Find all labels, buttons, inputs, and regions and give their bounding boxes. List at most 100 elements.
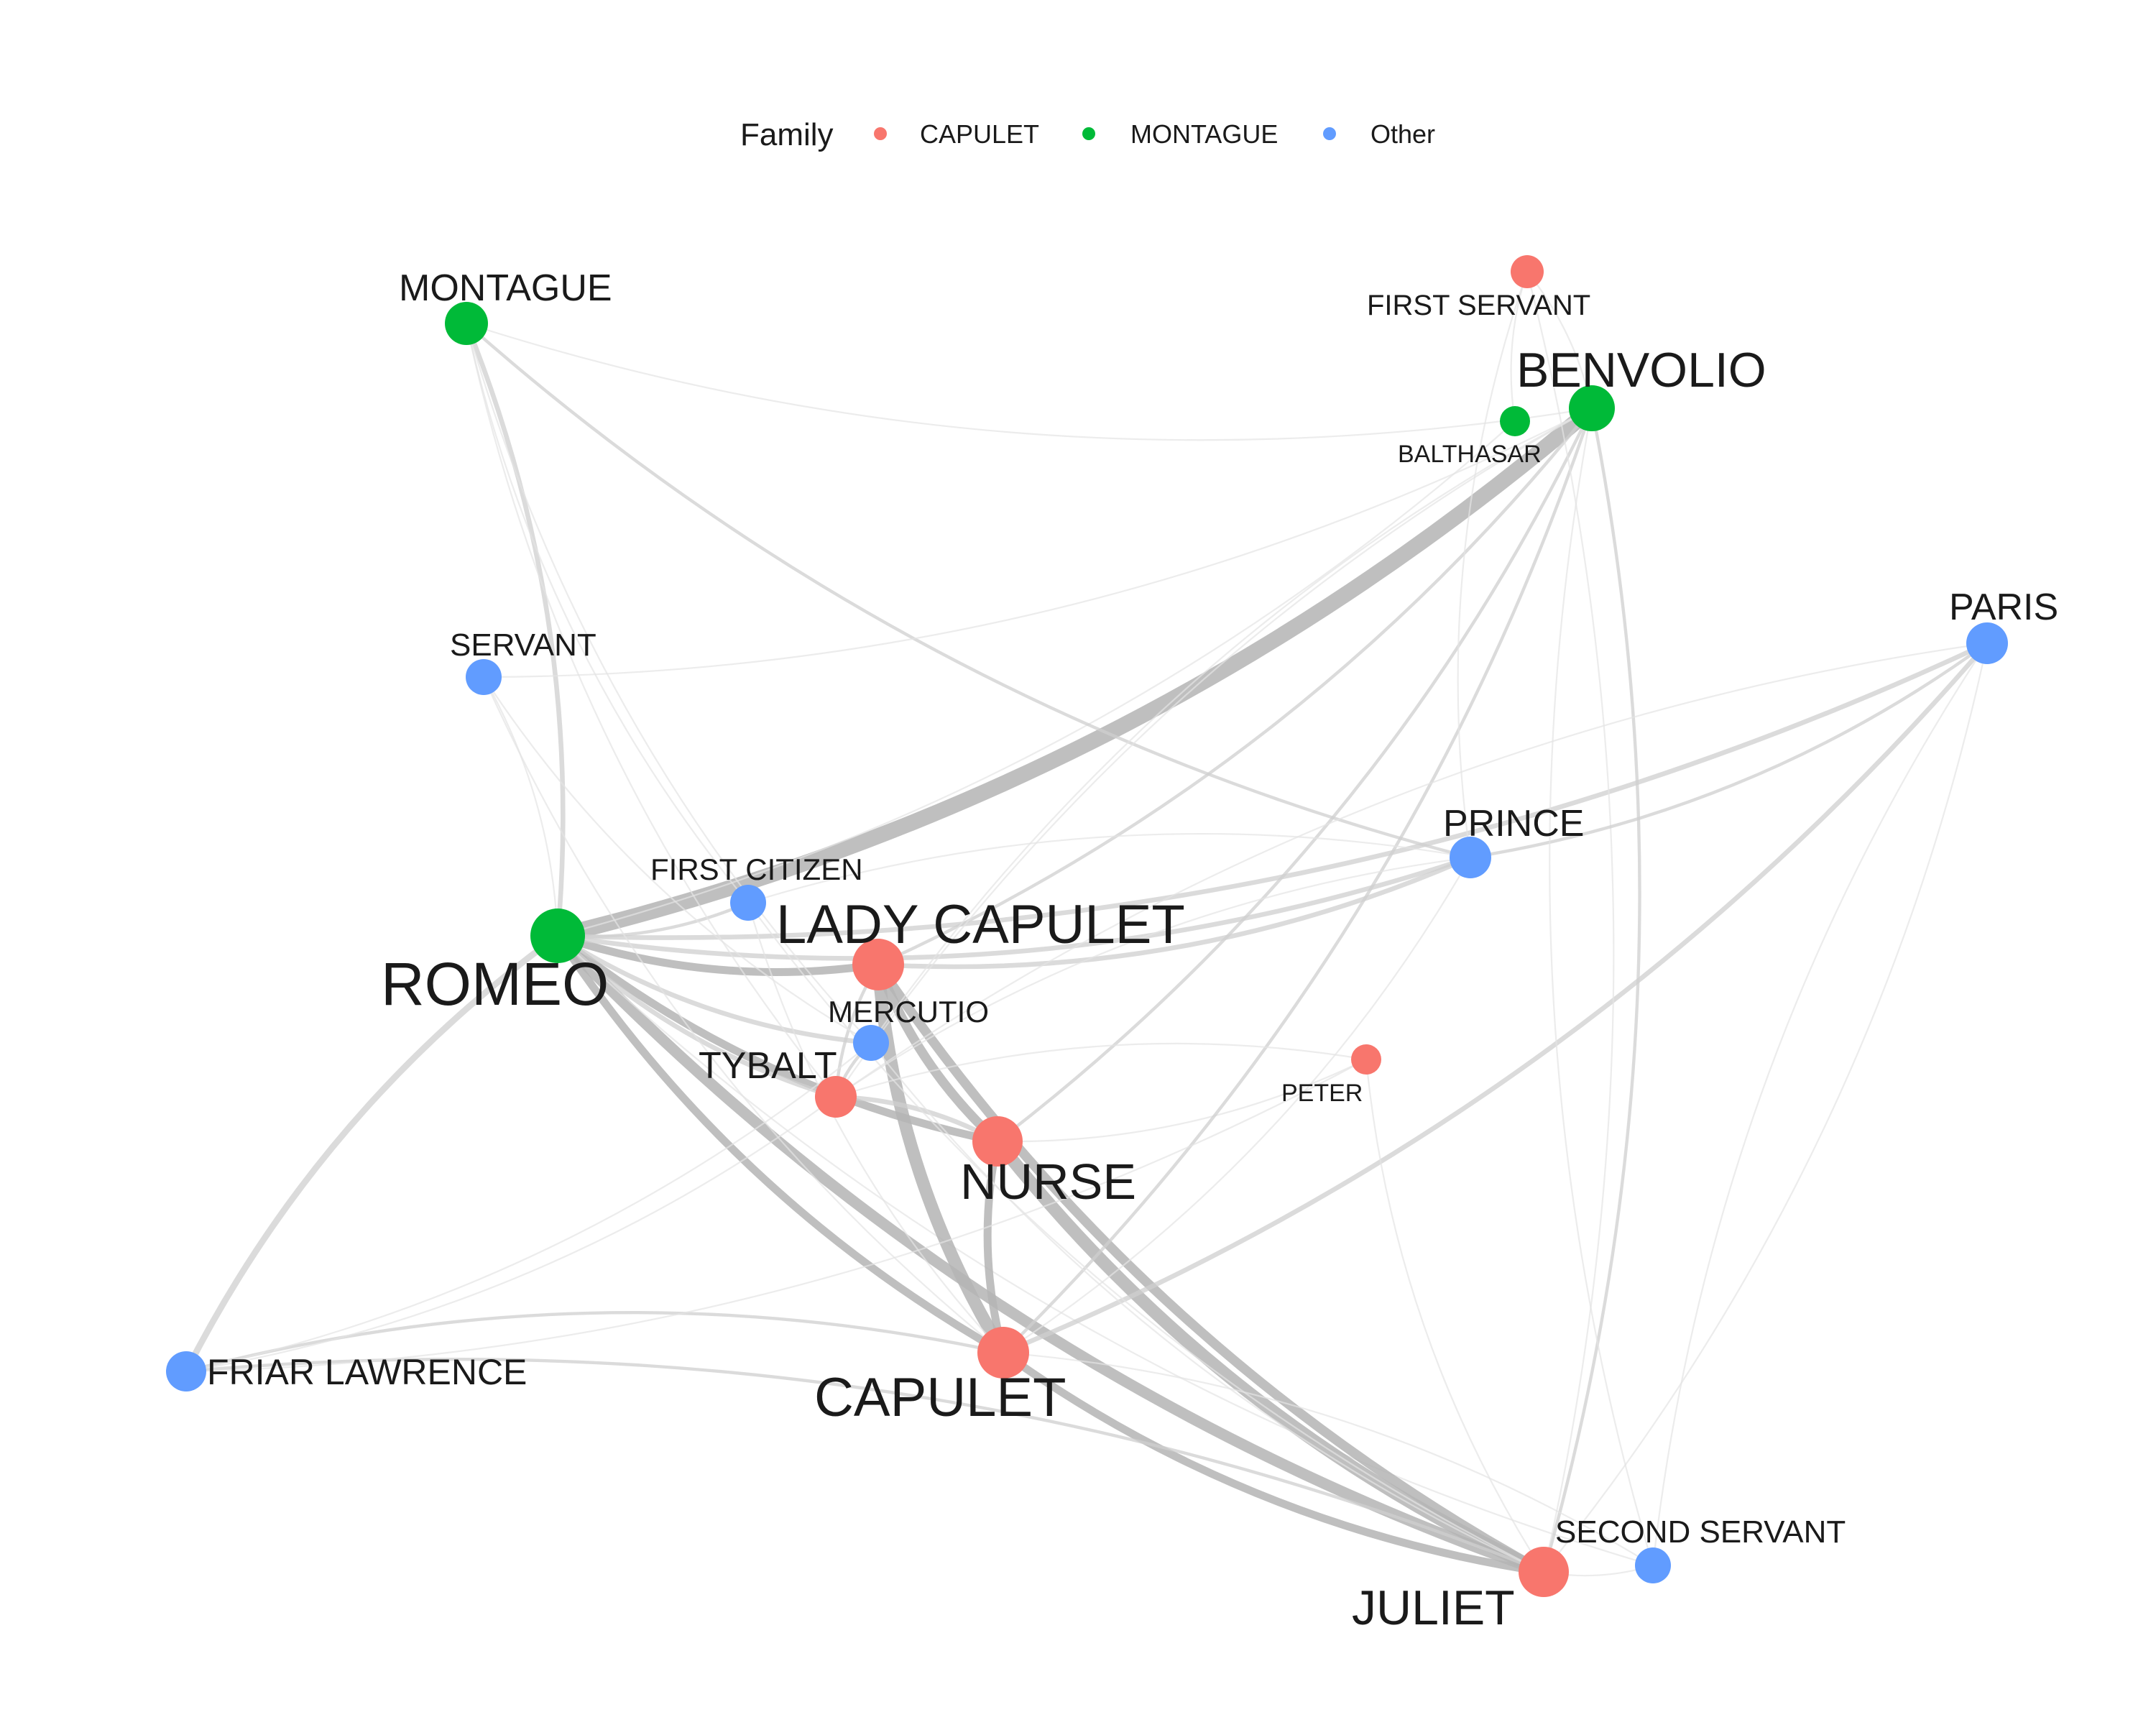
edge-romeo-prince — [555, 855, 1473, 961]
edge-romeo-second-servant — [556, 934, 1654, 1567]
edge-nurse-juliet — [991, 1135, 1550, 1578]
legend-swatch-capulet — [874, 127, 887, 140]
edge-paris-tybalt — [834, 642, 1989, 1098]
edge-lady-capulet-juliet — [873, 960, 1549, 1577]
node-label-prince: PRINCE — [1443, 803, 1584, 845]
edge-montague-tybalt — [465, 322, 837, 1098]
edge-benvolio-tybalt — [834, 407, 1593, 1098]
edge-friar-lawrence-mercutio — [185, 1041, 872, 1373]
edge-romeo-mercutio — [555, 933, 874, 1046]
edge-peter-tybalt — [834, 1042, 1368, 1098]
legend-swatch-other — [1323, 127, 1336, 140]
edge-capulet-prince — [1002, 856, 1472, 1354]
edge-benvolio-mercutio — [870, 407, 1593, 1044]
node-label-friar-lawrence: FRIAR LAWRENCE — [207, 1352, 527, 1392]
node-juliet — [1519, 1547, 1569, 1597]
node-label-paris: PARIS — [1949, 586, 2058, 628]
edge-romeo-montague — [464, 321, 566, 939]
node-label-lady-capulet: LADY CAPULET — [776, 894, 1185, 955]
node-prince — [1450, 837, 1491, 878]
edges-layer — [183, 270, 1990, 1578]
edge-juliet-benvolio — [1542, 406, 1641, 1574]
edge-servant-benvolio — [482, 407, 1593, 678]
edge-romeo-paris — [555, 640, 1990, 940]
node-label-servant: SERVANT — [450, 627, 596, 663]
edge-montague-first-citizen — [465, 322, 750, 904]
edge-lady-capulet-capulet — [872, 958, 1010, 1359]
legend-entry-montague: MONTAGUE — [1082, 119, 1278, 149]
node-second-servant — [1635, 1547, 1671, 1583]
edge-paris-second-servant — [1651, 642, 1989, 1567]
legend-entry-other: Other — [1323, 119, 1435, 149]
node-label-second-servant: SECOND SERVANT — [1555, 1514, 1846, 1550]
node-label-montague: MONTAGUE — [399, 267, 612, 309]
edge-romeo-juliet — [552, 930, 1549, 1578]
edge-capulet-juliet — [999, 1348, 1548, 1576]
node-benvolio — [1569, 385, 1615, 431]
edge-capulet-benvolio — [1001, 406, 1594, 1355]
node-tybalt — [815, 1076, 857, 1118]
edge-servant-capulet — [482, 676, 1005, 1354]
edge-friar-lawrence-peter — [185, 1058, 1368, 1373]
nodes-layer — [166, 255, 2008, 1597]
edge-lady-capulet-nurse — [873, 960, 1003, 1146]
edge-nurse-benvolio — [995, 406, 1594, 1144]
node-nurse — [972, 1116, 1023, 1167]
edge-romeo-nurse — [553, 932, 1002, 1146]
edge-second-servant-capulet — [1002, 1351, 1654, 1567]
node-capulet — [977, 1327, 1029, 1379]
edge-romeo-balthasar — [556, 420, 1516, 937]
edge-juliet-paris — [1542, 642, 1989, 1573]
edge-friar-lawrence-tybalt — [185, 1095, 837, 1373]
edge-benvolio-second-servant — [1549, 407, 1654, 1567]
edge-first-servant-prince — [1457, 270, 1529, 859]
edge-first-citizen-juliet — [747, 901, 1545, 1573]
legend-label-montague: MONTAGUE — [1130, 119, 1278, 149]
node-mercutio — [853, 1025, 889, 1061]
edge-lady-capulet-prince — [875, 855, 1473, 970]
node-first-citizen — [730, 885, 766, 921]
edge-peter-juliet — [1365, 1058, 1545, 1573]
node-first-servant — [1511, 255, 1544, 288]
legend-title: Family — [740, 117, 834, 152]
edge-prince-first-citizen — [747, 832, 1472, 904]
node-peter — [1351, 1044, 1381, 1075]
node-label-nurse: NURSE — [960, 1154, 1136, 1210]
edge-montague-benvolio — [465, 322, 1593, 441]
labels-layer: ROMEO BENVOLIO MONTAGUE BALTHASAR LADY CAPUL… — [207, 267, 2058, 1635]
legend-swatch-montague — [1082, 127, 1095, 140]
legend: Family CAPULET MONTAGUE Other — [740, 117, 1435, 152]
edge-romeo-tybalt — [555, 933, 839, 1100]
node-label-balthasar: BALTHASAR — [1398, 441, 1542, 468]
edge-capulet-friar-lawrence — [184, 1310, 1005, 1374]
node-label-romeo: ROMEO — [381, 950, 609, 1018]
edge-romeo-friar-lawrence — [183, 932, 561, 1375]
node-label-mercutio: MERCUTIO — [828, 995, 989, 1029]
edge-prince-paris — [1468, 641, 1989, 860]
edge-romeo-servant — [482, 676, 559, 937]
legend-label-other: Other — [1370, 119, 1435, 149]
edge-nurse-capulet — [983, 1137, 1008, 1357]
node-label-juliet: JULIET — [1352, 1581, 1515, 1635]
node-label-first-citizen: FIRST CITIZEN — [650, 852, 863, 886]
node-romeo — [530, 908, 585, 963]
node-friar-lawrence — [166, 1351, 206, 1392]
edge-romeo-capulet — [553, 932, 1008, 1357]
edge-servant-mercutio — [482, 676, 872, 1044]
node-balthasar — [1500, 406, 1530, 436]
edge-capulet-paris — [1000, 640, 1990, 1356]
edge-montague-mercutio — [465, 322, 872, 1044]
edge-romeo-lady-capulet — [553, 932, 883, 976]
edge-juliet-first-servant — [1526, 270, 1615, 1573]
edge-prince-tybalt — [834, 856, 1472, 1098]
edge-montague-prince — [464, 321, 1473, 860]
node-servant — [466, 659, 502, 695]
node-montague — [445, 302, 488, 345]
node-lady-capulet — [852, 939, 904, 990]
node-label-tybalt: TYBALT — [699, 1045, 837, 1087]
node-label-first-servant: FIRST SERVANT — [1367, 290, 1590, 321]
edge-first-citizen-capulet — [747, 901, 1005, 1354]
edge-lady-capulet-benvolio — [876, 406, 1594, 967]
node-label-benvolio: BENVOLIO — [1516, 343, 1766, 397]
